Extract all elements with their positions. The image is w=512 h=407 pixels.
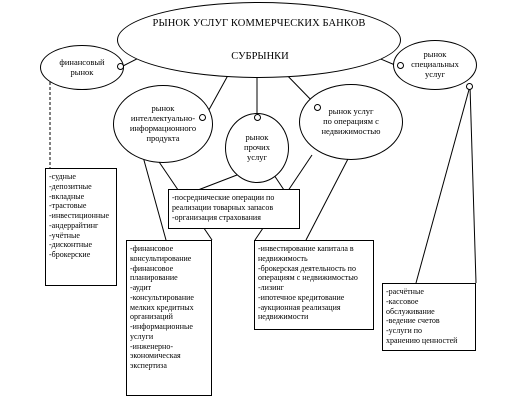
list-item: -трастовые [49,201,87,211]
list-item: -посреднические операции по реализации т… [172,193,275,212]
list-financial: -судные-депозитные-вкладные-трастовые-ин… [45,168,117,286]
list-item: -вкладные [49,191,85,201]
node-dot-special [397,62,404,69]
list-item: -информационные услуги [130,322,193,341]
connector-intellectual-list-1 [141,152,167,241]
node-dot-intellectual [199,114,206,121]
page-title: РЫНОК УСЛУГ КОММЕРЧЕСКИХ БАНКОВ [152,18,366,29]
list-item: -судные [49,172,76,181]
submarket-special: рынок специальных услуг [393,40,477,90]
connector-other-list-1 [197,174,238,191]
submarket-other-label: рынок прочих услуг [244,132,270,162]
list-realestate: -инвестирование капитала в недвижимость-… [254,240,374,330]
list-item: -финансовое консультирование [130,244,192,263]
connector-realestate-list-2 [305,156,350,241]
list-item: -аукционная реализация недвижимости [258,302,341,322]
list-item: -депозитные [49,181,92,191]
list-item: -ведение счетов [386,316,440,326]
list-intellectual: -финансовое консультирование-финансовое … [126,240,212,396]
list-item: -брокерская деятельность по операциям с … [258,263,358,283]
submarket-realestate: рынок услуг по операциям с недвижимостью [299,84,403,160]
list-other: -посреднические операции по реализации т… [168,189,300,229]
submarket-other: рынок прочих услуг [225,113,289,183]
connector-special-list-2 [469,85,477,284]
list-item: -дисконтные [49,240,93,250]
list-special: -расчётные-кассовое обслуживание-ведение… [382,283,476,351]
subtitle: СУБРЫНКИ [210,50,310,64]
list-item: -лизинг [258,283,284,292]
title-ellipse: РЫНОК УСЛУГ КОММЕРЧЕСКИХ БАНКОВ [117,2,401,78]
list-item: -организация страхования [172,212,261,222]
connector-other-list-2 [273,174,285,191]
list-item: -аудит [130,283,152,292]
list-item: -расчётные [386,287,424,296]
submarket-special-label: рынок специальных услуг [411,49,459,79]
list-item: -консультирование мелких кредитных орган… [130,292,194,322]
node-dot-financial [117,63,124,70]
submarket-realestate-label: рынок услуг по операциям с недвижимостью [321,106,381,136]
submarket-financial: финансовый рынок [40,45,124,90]
submarket-financial-label: финансовый рынок [59,56,105,77]
submarket-intellectual-label: рынок интеллектуально- информационного п… [129,103,197,143]
node-dot-special-right [466,83,473,90]
node-dot-realestate [314,104,321,111]
connector-special-list-1 [415,85,471,284]
list-item: -андеррайтинг [49,220,99,230]
list-item: -услуги по хранению ценностей [386,326,458,345]
list-item: -инвестирование капитала в недвижимость [258,244,354,263]
list-item: -ипотечное кредитование [258,292,345,302]
list-item: -инвестиционные [49,211,110,220]
list-item: -брокерские [49,250,91,259]
list-item: -кассовое обслуживание [386,296,435,316]
subtitle-text: СУБРЫНКИ [231,50,289,62]
list-item: -финансовое планирование [130,263,178,283]
node-dot-other [254,114,261,121]
list-item: -учётные [49,230,80,240]
list-item: -инженерно- экономическая экспертиза [130,341,181,371]
submarket-intellectual: рынок интеллектуально- информационного п… [113,85,213,163]
